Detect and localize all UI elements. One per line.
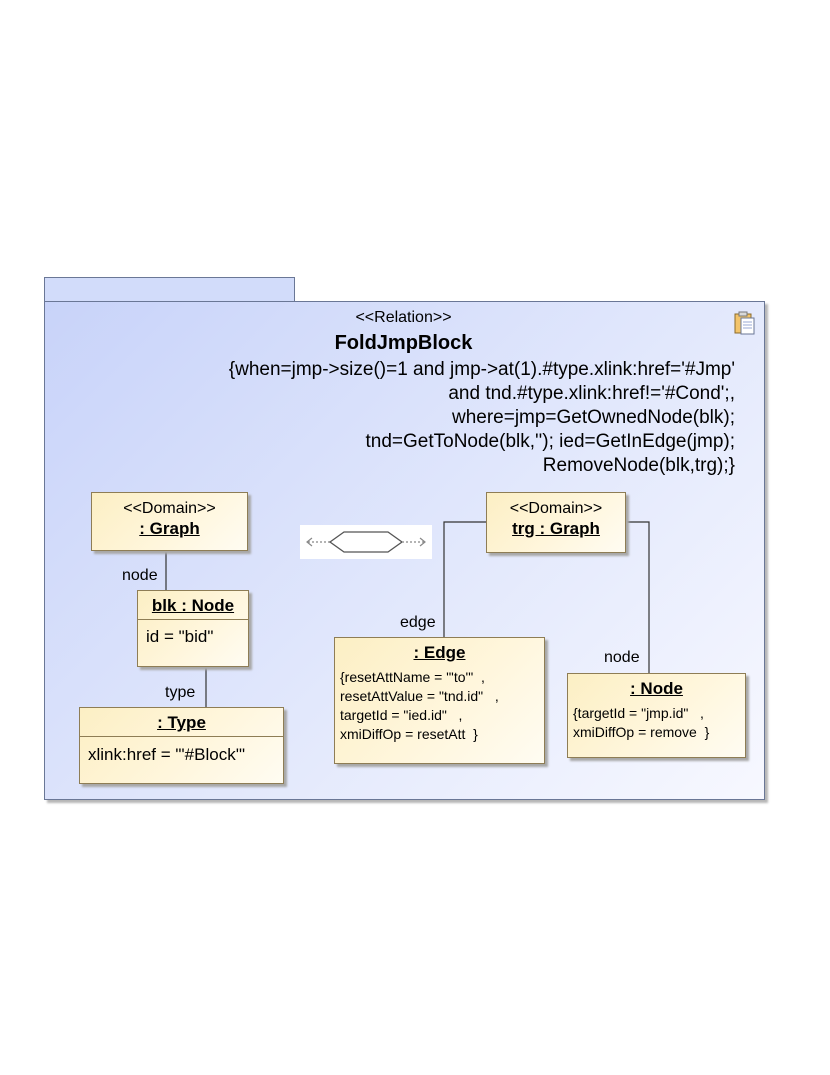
- type-name: : Type: [157, 713, 206, 732]
- relation-stereotype: <<Relation>>: [355, 309, 452, 326]
- assoc-label-node-right: node: [604, 649, 640, 666]
- right-domain-name: trg : Graph: [512, 519, 600, 538]
- left-domain-name: : Graph: [139, 519, 200, 538]
- type-attr: xlink:href = "'#Block'": [88, 745, 245, 764]
- blk-node-box[interactable]: blk : Node id = "bid": [137, 590, 249, 667]
- right-node-name: : Node: [630, 679, 683, 698]
- right-domain-stereotype: <<Domain>>: [509, 500, 603, 517]
- right-node-box[interactable]: : Node {targetId = "jmp.id" , xmiDiffOp =…: [567, 673, 746, 758]
- relation-name[interactable]: FoldJmpBlock: [334, 332, 473, 354]
- assoc-label-node-left: node: [122, 567, 158, 584]
- edge-box[interactable]: : Edge {resetAttName = "'to'" , resetAttV…: [334, 637, 545, 764]
- clipboard-icon: [734, 311, 755, 335]
- right-node-attr: {targetId = "jmp.id" ,: [573, 705, 704, 721]
- relation-constraint: {when=jmp->size()=1 and jmp->at(1).#type…: [229, 358, 735, 478]
- constraint-line: and tnd.#type.xlink:href!='#Cond';,: [448, 383, 735, 404]
- frame-tab: [44, 277, 295, 302]
- type-box[interactable]: : Type xlink:href = "'#Block'": [79, 707, 284, 784]
- assoc-label-type: type: [165, 684, 196, 701]
- edge-name: : Edge: [413, 643, 466, 662]
- constraint-line: RemoveNode(blk,trg);}: [542, 455, 735, 476]
- right-node-attrs: {targetId = "jmp.id" , xmiDiffOp = remove…: [568, 701, 745, 745]
- left-domain-graph-box[interactable]: <<Domain>> : Graph: [91, 492, 248, 551]
- right-node-attr: xmiDiffOp = remove }: [573, 724, 710, 740]
- assoc-label-edge: edge: [400, 614, 436, 631]
- left-domain-stereotype: <<Domain>>: [123, 500, 216, 517]
- hexagon-connector-icon: [300, 525, 432, 559]
- edge-attrs: {resetAttName = "'to'" , resetAttValue = …: [335, 665, 544, 747]
- right-domain-graph-box[interactable]: <<Domain>> trg : Graph: [486, 492, 626, 553]
- edge-attr: xmiDiffOp = resetAtt }: [340, 726, 478, 742]
- edge-attr: {resetAttName = "'to'" ,: [340, 669, 485, 685]
- edge-attr: targetId = "ied.id" ,: [340, 707, 463, 723]
- constraint-line: where=jmp=GetOwnedNode(blk);: [451, 407, 735, 428]
- edge-attr: resetAttValue = "tnd.id" ,: [340, 688, 499, 704]
- constraint-line: tnd=GetToNode(blk,''); ied=GetInEdge(jmp…: [365, 431, 736, 452]
- blk-node-name: blk : Node: [151, 596, 235, 615]
- blk-node-attr: id = "bid": [146, 627, 214, 646]
- constraint-line: {when=jmp->size()=1 and jmp->at(1).#type…: [228, 359, 735, 380]
